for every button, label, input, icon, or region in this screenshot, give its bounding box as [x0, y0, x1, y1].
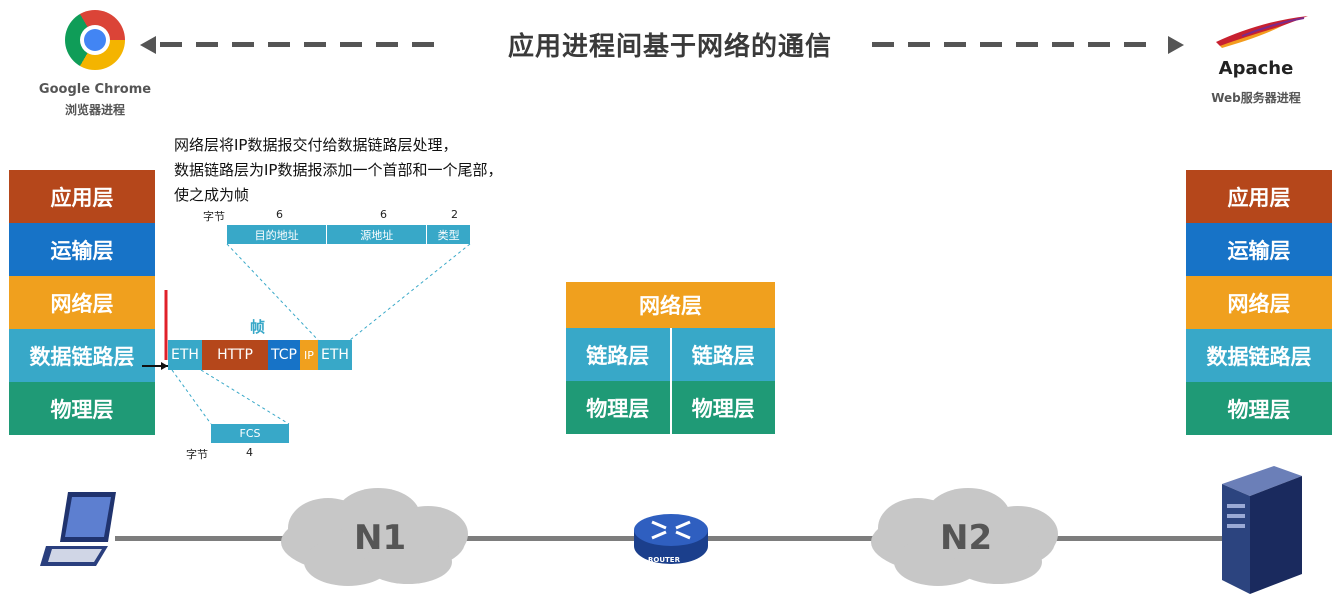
encapsulation-note: 网络层将IP数据报交付给数据链路层处理， 数据链路层为IP数据报添加一个首部和一…	[174, 133, 502, 208]
router-physical-layer-right: 物理层	[669, 381, 775, 434]
apache-feather-icon	[1216, 16, 1308, 48]
apache-caption: Web服务器进程	[1211, 91, 1301, 105]
frame-ip: IP	[300, 340, 318, 370]
chrome-name: Google Chrome	[38, 82, 152, 97]
server-network-layer: 网络层	[1186, 276, 1332, 329]
server-application-layer: 应用层	[1186, 170, 1332, 223]
chrome-caption: 浏览器进程	[64, 103, 125, 117]
header-field-type: 类型	[426, 225, 470, 244]
router-link-row: 链路层 链路层	[566, 328, 775, 381]
frame-tcp: TCP	[268, 340, 300, 370]
frame-label: 帧	[250, 318, 266, 336]
router-layer-stack: 网络层 链路层 链路层 物理层 物理层	[566, 282, 775, 434]
laptop-icon	[40, 492, 116, 566]
client-link-layer: 数据链路层	[9, 329, 155, 382]
client-layer-stack: 应用层 运输层 网络层 数据链路层 物理层	[9, 170, 155, 435]
server-layer-stack: 应用层 运输层 网络层 数据链路层 物理层	[1186, 170, 1332, 435]
frame-connector-lines	[142, 243, 471, 425]
router-physical-row: 物理层 物理层	[566, 381, 775, 434]
server-link-layer: 数据链路层	[1186, 329, 1332, 382]
router-network-layer: 网络层	[566, 282, 775, 328]
note-line-2: 数据链路层为IP数据报添加一个首部和一个尾部，	[174, 161, 503, 179]
header-unit-label: 字节	[203, 210, 225, 223]
cloud-n2-label: N2	[940, 518, 993, 558]
header-size-dest: 6	[276, 208, 283, 221]
note-line-3: 使之成为帧	[174, 186, 250, 204]
header-size-type: 2	[451, 208, 458, 221]
left-dashed-arrow	[160, 42, 434, 48]
client-physical-layer: 物理层	[9, 382, 155, 435]
frame-eth-trailer: ETH	[318, 340, 352, 370]
client-network-layer: 网络层	[9, 276, 155, 329]
frame-http: HTTP	[202, 340, 268, 370]
client-application-layer: 应用层	[9, 170, 155, 223]
cloud-n2-icon	[871, 488, 1058, 586]
trailer-unit-label: 字节	[186, 448, 208, 461]
apache-name: Apache	[1218, 58, 1294, 79]
router-link-layer-right: 链路层	[669, 328, 775, 381]
trailer-size: 4	[246, 446, 253, 459]
chrome-icon	[65, 10, 125, 70]
router-physical-layer-left: 物理层	[566, 381, 670, 434]
router-link-layer-left: 链路层	[566, 328, 670, 381]
left-arrowhead-icon	[140, 36, 156, 54]
header-field-dest: 目的地址	[254, 228, 299, 242]
diagram-title: 应用进程间基于网络的通信	[507, 32, 832, 62]
header-field-src: 源地址	[326, 225, 426, 244]
header-size-src: 6	[380, 208, 387, 221]
cloud-n1-icon	[281, 488, 468, 586]
server-transport-layer: 运输层	[1186, 223, 1332, 276]
frame-eth-header: ETH	[168, 340, 202, 370]
right-arrowhead-icon	[1168, 36, 1184, 54]
client-transport-layer: 运输层	[9, 223, 155, 276]
frame-header-fields: 目的地址 源地址 类型	[227, 225, 470, 244]
router-icon	[634, 514, 708, 564]
server-icon	[1222, 466, 1302, 594]
note-line-1: 网络层将IP数据报交付给数据链路层处理，	[174, 136, 458, 154]
frame-trailer-fcs: FCS	[211, 424, 289, 443]
server-physical-layer: 物理层	[1186, 382, 1332, 435]
frame-structure: ETH HTTP TCP IP ETH	[168, 340, 352, 370]
cloud-n1-label: N1	[354, 518, 407, 558]
right-dashed-arrow	[872, 42, 1146, 48]
router-label: ROUTER	[648, 556, 680, 564]
